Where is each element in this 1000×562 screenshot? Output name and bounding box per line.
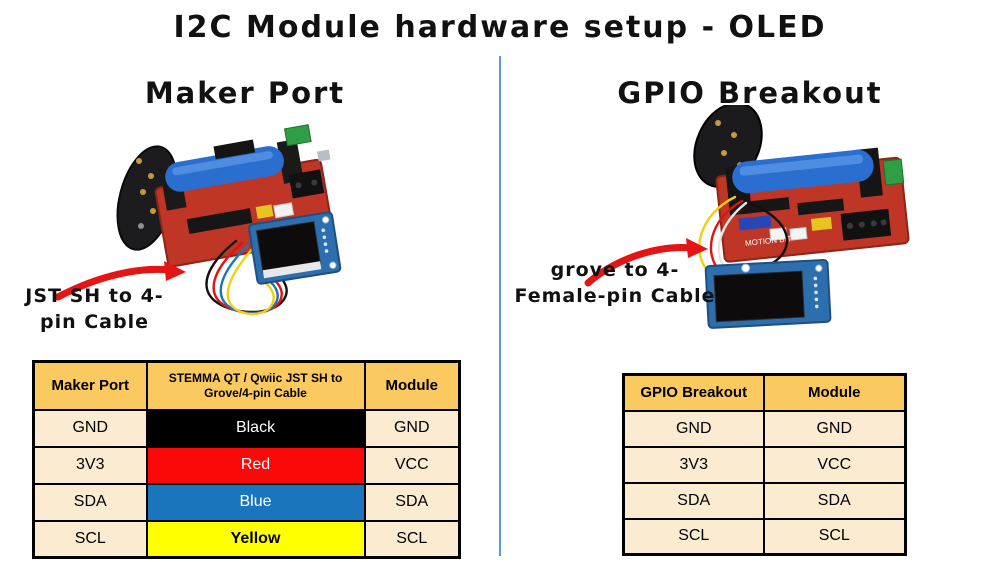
table-row: 3V3 Red VCC (32, 445, 461, 485)
table-row: SDA Blue SDA (32, 482, 461, 522)
port-cell: SCL (32, 519, 148, 559)
table-row: GND GND (622, 409, 907, 448)
module-cell: SCL (363, 519, 461, 559)
table-header-row: GPIO Breakout Module (622, 373, 907, 412)
gpio-breakout-photo: MOTION BIT (584, 105, 910, 329)
wire-color-cell: Yellow (145, 519, 366, 559)
annotation-line: pin Cable (39, 310, 150, 333)
wire-color-cell: Red (145, 445, 366, 485)
annotation-grove-cable: grove to 4- Female-pin Cable (505, 258, 725, 309)
power-terminal-icon (283, 124, 312, 147)
annotation-jst-cable: JST SH to 4- pin Cable (12, 284, 177, 335)
table-header-row: Maker Port STEMMA QT / Qwiic JST SH to G… (32, 360, 461, 411)
red-arrow-icon (54, 261, 186, 301)
wire-color-cell: Blue (145, 482, 366, 522)
port-cell: 3V3 (32, 445, 148, 485)
maker-port-wiring-table: Maker Port STEMMA QT / Qwiic JST SH to G… (32, 360, 461, 559)
section-divider (499, 56, 501, 556)
port-cell: GND (32, 408, 148, 448)
port-cell: SDA (32, 482, 148, 522)
page-title: I2C Module hardware setup - OLED (173, 10, 827, 45)
annotation-line: JST SH to 4- (25, 285, 164, 307)
heading-gpio-breakout: GPIO Breakout (617, 76, 883, 110)
table-row: SCL Yellow SCL (32, 519, 461, 559)
main-board-icon: MOTION BIT (715, 147, 910, 263)
column-header: Module (363, 360, 461, 411)
module-cell: GND (762, 409, 907, 448)
power-terminal-icon (882, 158, 905, 186)
breakout-cell: 3V3 (622, 445, 765, 484)
column-header: GPIO Breakout (622, 373, 765, 412)
column-header: STEMMA QT / Qwiic JST SH to Grove/4-pin … (145, 360, 366, 411)
table-row: 3V3 VCC (622, 445, 907, 484)
annotation-line: Female-pin Cable (514, 284, 716, 307)
heading-maker-port: Maker Port (144, 76, 346, 110)
oled-module-icon (248, 211, 342, 285)
maker-port-photo (54, 124, 342, 316)
module-cell: GND (363, 408, 461, 448)
column-header: Maker Port (32, 360, 148, 411)
module-cell: VCC (762, 445, 907, 484)
module-cell: SDA (363, 482, 461, 522)
wire-color-cell: Black (145, 408, 366, 448)
breakout-cell: SCL (622, 517, 765, 556)
oled-module-icon (704, 259, 832, 329)
jst-cable-wires-icon (205, 239, 288, 316)
red-arrow-icon (584, 238, 708, 287)
table-row: SCL SCL (622, 517, 907, 556)
column-header: Module (762, 373, 907, 412)
module-cell: VCC (363, 445, 461, 485)
breakout-cell: GND (622, 409, 765, 448)
table-row: GND Black GND (32, 408, 461, 448)
breakout-cell: SDA (622, 481, 765, 520)
module-cell: SCL (762, 517, 907, 556)
table-row: SDA SDA (622, 481, 907, 520)
module-cell: SDA (762, 481, 907, 520)
annotation-line: grove to 4- (550, 259, 680, 281)
gpio-breakout-wiring-table: GPIO Breakout Module GND GND 3V3 VCC SDA… (622, 373, 907, 556)
